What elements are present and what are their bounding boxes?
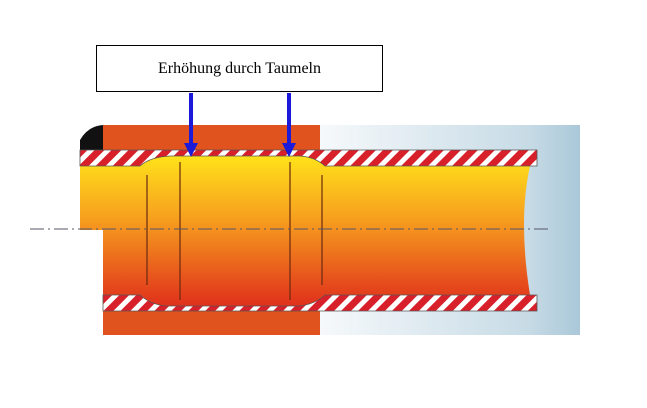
top-hatched-wall: [79, 149, 538, 167]
bottom-hatched-wall: [102, 294, 538, 312]
arrow-icon: [282, 93, 296, 157]
section-lines: [146, 162, 323, 300]
annotation-label: Erhöhung durch Taumeln: [96, 45, 383, 92]
arrow-icon: [184, 93, 198, 157]
annotation-text: Erhöhung durch Taumeln: [158, 59, 321, 77]
tube-body: [80, 156, 530, 306]
corner-piece: [80, 125, 103, 150]
